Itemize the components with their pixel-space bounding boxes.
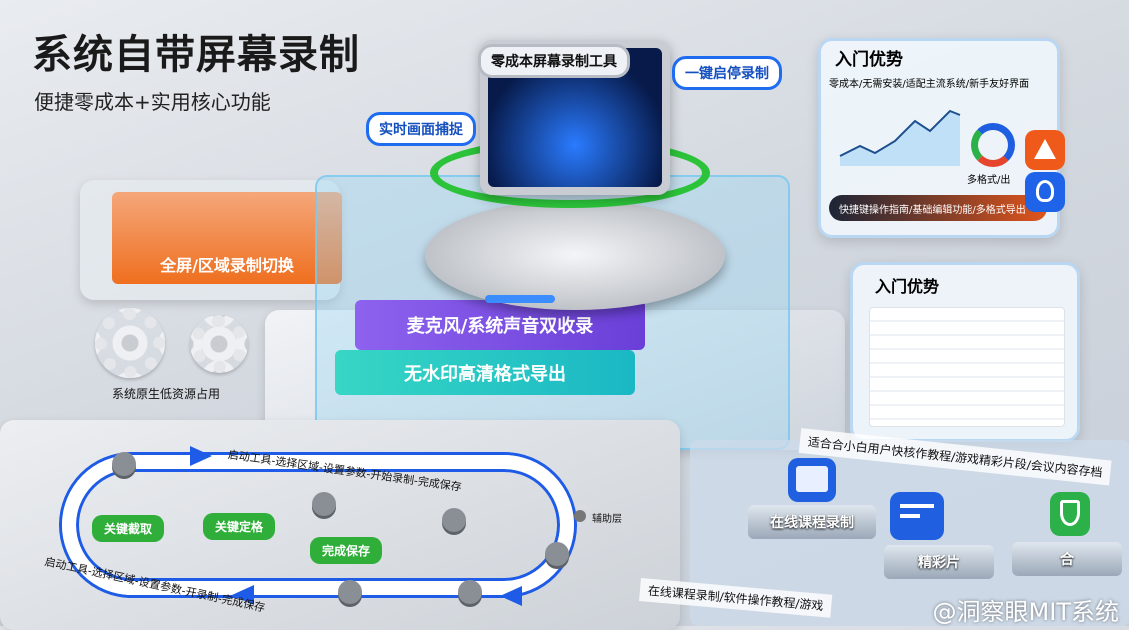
advantage-title: 入门优势 [835,50,903,70]
donut-icon [971,123,1015,167]
flow-node[interactable] [442,508,466,532]
scenario-tile-meeting[interactable]: 合 [1012,542,1122,576]
flow-node[interactable] [112,452,136,476]
donut-label: 多格式/出 [967,175,1011,186]
gears-label: 系统原生低资源占用 [112,387,221,401]
flow-node[interactable] [458,580,482,604]
advantage-panel-mid: 入门优势 [850,262,1080,442]
arrow-right-icon-2 [500,586,522,606]
arrow-right-icon [190,446,212,466]
page-title: 系统自带屏幕录制 [32,32,360,78]
arrow-left-icon [232,585,254,605]
advantage-panel-top: 入门优势 零成本/无需安装/适配主流系统/新手友好界面 多格式/出 快捷键操作指… [818,38,1060,238]
recording-dial[interactable] [425,200,725,310]
line-chart-icon [839,109,961,166]
calendar-icon [890,492,944,540]
flow-node[interactable] [338,580,362,604]
aux-dot-icon [574,510,586,522]
quick-guide-bar: 快捷键操作指南/基础编辑功能/多格式导出 [829,195,1047,221]
gear-icon [95,308,165,378]
key-capture-button[interactable]: 关键截取 [92,515,165,542]
course-icon [788,458,836,502]
advantage-title-2: 入门优势 [875,277,940,296]
tree-icon[interactable] [1025,172,1065,212]
one-click-toggle-button[interactable]: 一键启停录制 [672,56,782,90]
save-complete-button[interactable]: 完成保存 [310,537,383,564]
warning-icon[interactable] [1025,130,1065,170]
monitor-label: 零成本屏幕录制工具 [478,44,630,78]
flow-node[interactable] [545,542,569,566]
realtime-capture-label: 实时画面捕捉 [366,112,476,146]
scenario-tile-highlights[interactable]: 精彩片 [884,545,994,579]
advantage-features: 零成本/无需安装/适配主流系统/新手友好界面 [829,79,1030,90]
page-subtitle: 便捷零成本+实用核心功能 [34,90,271,114]
fullscreen-region-block: 全屏/区域录制切换 [112,192,342,284]
app-window-preview [869,307,1065,427]
flow-node[interactable] [312,492,336,516]
aux-label: 辅助层 [592,514,622,525]
gear-icon-small [190,315,248,373]
teal-layer: 无水印高清格式导出 [335,350,635,395]
indicator-light [485,295,555,303]
shield-icon [1050,492,1090,536]
key-freeze-button[interactable]: 关键定格 [203,513,276,540]
watermark: @洞察眼MIT系统 [932,598,1119,626]
scenario-tile-course[interactable]: 在线课程录制 [748,505,876,539]
